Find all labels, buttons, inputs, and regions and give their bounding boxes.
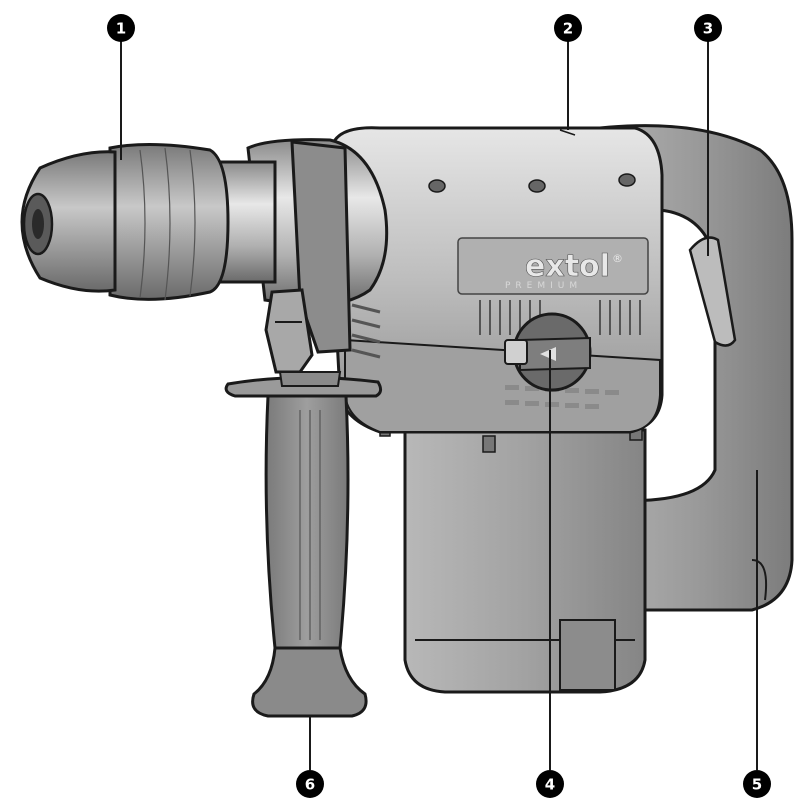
sds-chuck [20, 142, 230, 301]
mode-selector-knob [504, 312, 592, 392]
brand-tagline: PREMIUM [505, 281, 582, 291]
callout-label: 3 [703, 20, 713, 38]
brand-name: extol [525, 249, 610, 284]
auxiliary-handle [224, 371, 383, 718]
callout-label: 4 [545, 776, 555, 794]
callout-1: 1 [107, 14, 135, 42]
callout-6: 6 [296, 770, 324, 798]
callout-4: 4 [536, 770, 564, 798]
callout-label: 1 [116, 20, 126, 38]
logo-panel [457, 237, 649, 295]
side-vents [351, 303, 381, 359]
side-handle-clamp [264, 140, 352, 374]
callout-2: 2 [554, 14, 582, 42]
motor-housing [379, 419, 647, 694]
gear-housing [333, 126, 664, 434]
brand-logo: extol ® PREMIUM [505, 249, 623, 291]
trigger [688, 236, 737, 347]
callout-label: 2 [563, 20, 573, 38]
brand-registered-mark: ® [612, 252, 623, 265]
callout-3: 3 [694, 14, 722, 42]
callout-label: 6 [305, 776, 315, 794]
leader-lines [120, 40, 758, 770]
callout-5: 5 [743, 770, 771, 798]
vent-slots [479, 300, 641, 335]
callout-label: 5 [752, 776, 762, 794]
